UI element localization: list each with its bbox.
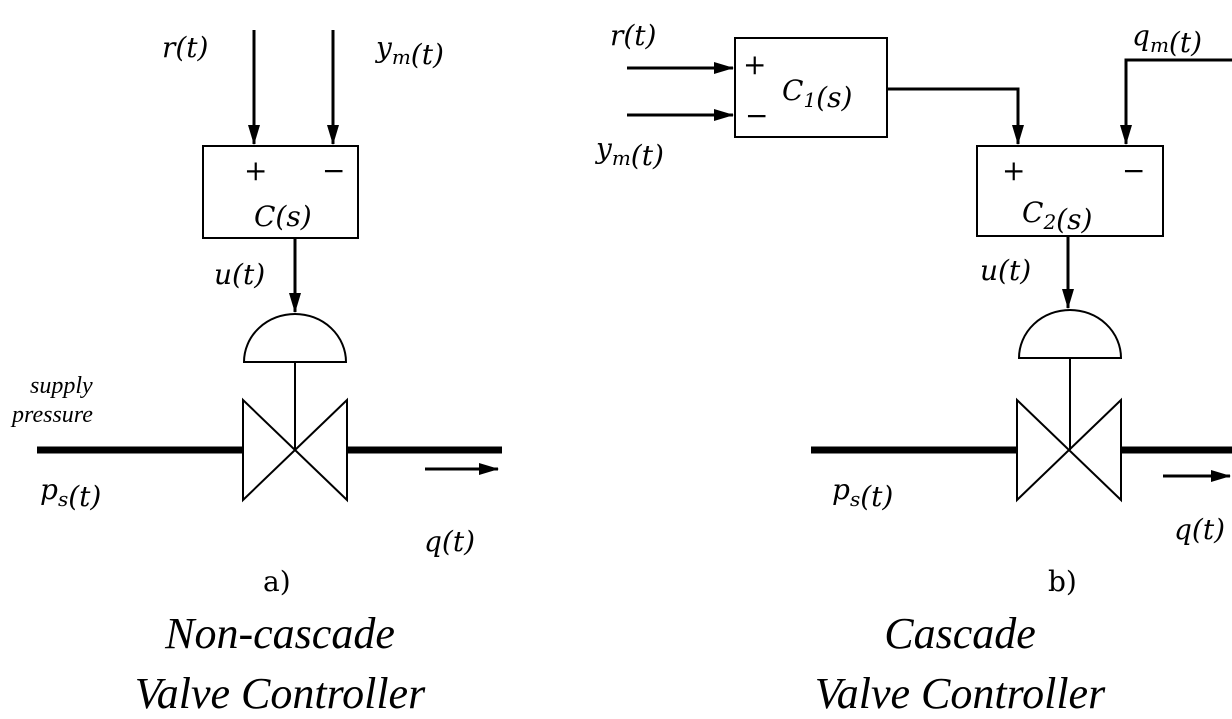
a-block-label: C(s): [254, 200, 312, 233]
diagram-b: r(t) ym(t) + − C1(s) qm(t) + − C2(s) u(t…: [594, 19, 1232, 718]
a-controller-block: [202, 145, 359, 239]
b-valve-left-triangle: [1016, 397, 1071, 503]
b-actuator-dome: [1017, 309, 1123, 359]
a-caption-line2: Valve Controller: [135, 669, 426, 718]
b-input-ym-label: ym(t): [594, 132, 664, 172]
a-flow-label: q(t): [424, 525, 475, 558]
a-valve-left-triangle: [242, 397, 297, 503]
b-controller2-block: [976, 145, 1164, 237]
b-input-qm-label: qm(t): [1132, 19, 1202, 59]
b-flow-label: q(t): [1174, 513, 1225, 546]
a-block-plus: +: [244, 154, 267, 187]
b-supply-pressure-label: ps(t): [832, 473, 893, 513]
a-control-signal-label: u(t): [214, 258, 265, 291]
a-block-minus: −: [322, 154, 345, 187]
b-block1-label: C1(s): [782, 74, 852, 114]
b-input-qm-arrow: [1120, 58, 1232, 145]
b-block2-minus: −: [1122, 154, 1145, 187]
b-part-label: b): [1048, 565, 1077, 598]
a-valve-right-triangle: [293, 397, 348, 503]
b-block2-plus: +: [1002, 154, 1025, 187]
b-control-signal-label: u(t): [980, 254, 1031, 287]
a-supply-label-1: supply: [30, 373, 93, 399]
b-block1-plus: +: [743, 48, 766, 81]
b-caption-line1: Cascade: [884, 609, 1036, 658]
diagram-a: r(t) ym(t) + − C(s) u(t) supply pressure…: [10, 30, 502, 718]
a-input-r-label: r(t): [162, 31, 208, 64]
b-caption-line2: Valve Controller: [815, 669, 1106, 718]
a-part-label: a): [263, 565, 291, 598]
b-input-r-label: r(t): [610, 19, 656, 52]
b-block2-label: C2(s): [1022, 196, 1092, 236]
a-caption-line1: Non-cascade: [164, 609, 395, 658]
b-valve-right-triangle: [1067, 397, 1122, 503]
a-actuator-dome: [242, 313, 348, 363]
a-input-ym-label: ym(t): [374, 31, 444, 71]
b-c1-to-c2-arrow: [887, 87, 1024, 145]
a-supply-label-2: pressure: [10, 402, 93, 428]
b-block1-minus: −: [745, 99, 768, 132]
a-supply-pressure-label: ps(t): [40, 473, 101, 513]
